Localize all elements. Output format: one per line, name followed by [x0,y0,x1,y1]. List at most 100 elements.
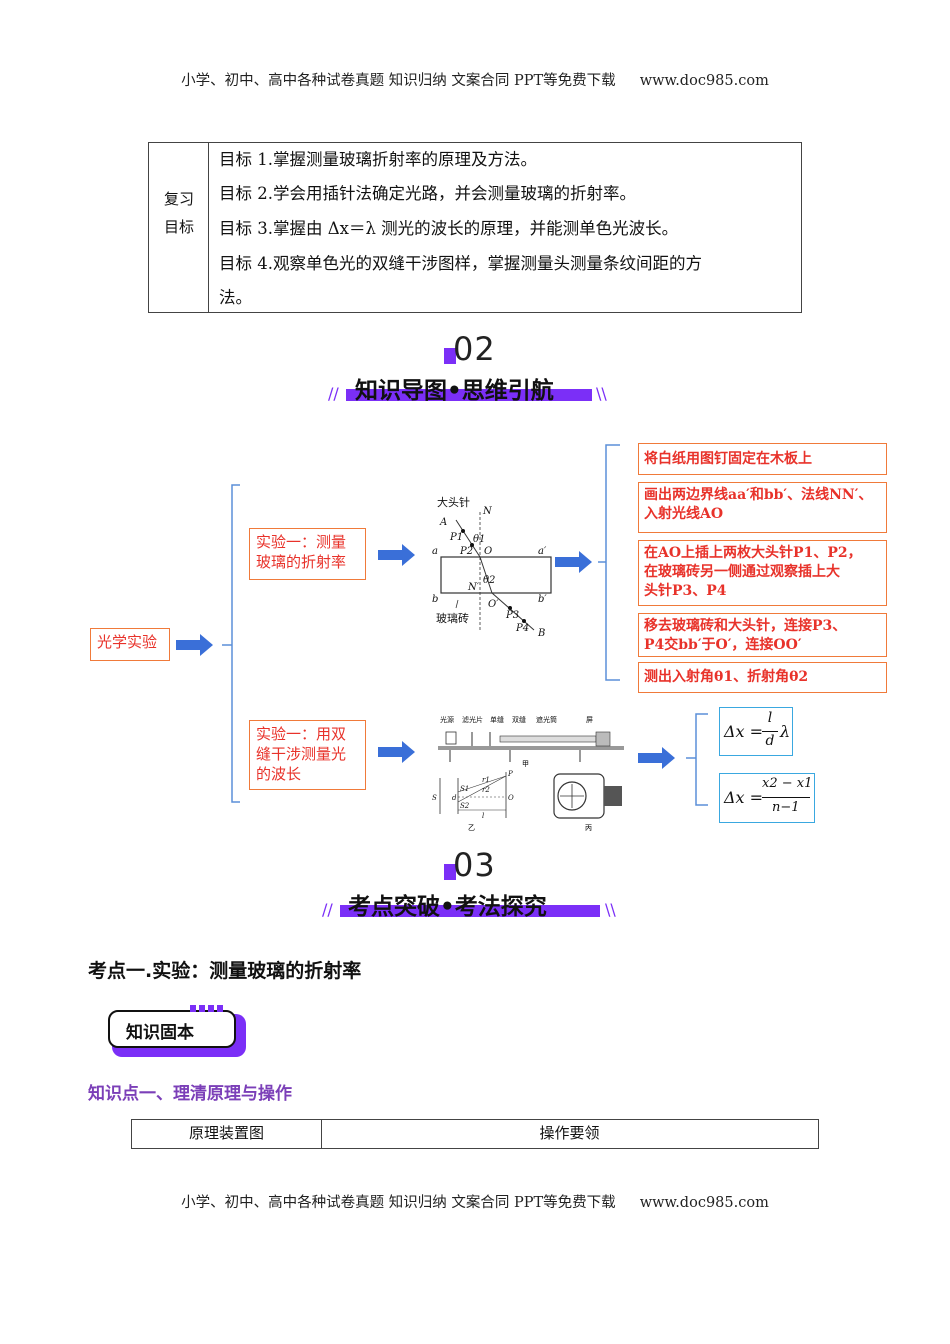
lbl-A: A [439,517,447,528]
optical-bench [438,746,624,750]
lbl-d: d [452,794,457,802]
ray-r1 [457,775,507,793]
section-03-number: 03 [453,846,496,884]
lbl-S2: S2 [460,802,470,810]
refracted-ray [479,556,493,594]
goals-label-1: 复习 [163,190,194,208]
section-03-title: 考点突破•考法探究 [348,894,547,920]
mindmap-exp1: 实验一：测量 玻璃的折射率 [249,528,366,580]
lbl-b2: b′ [538,594,547,605]
section-03-slash-right: \\ [605,900,616,919]
arrow-fig1 [555,551,592,573]
step-2-line-1: 画出两边界线aa′和bb′、法线NN′、 [644,487,873,503]
light-source [445,731,457,745]
principle-table-col1: 原理装置图 [132,1120,322,1148]
step-3-line-2: 在玻璃砖另一侧通过观察插上大 [644,564,840,580]
badge-dot-4 [217,1005,223,1012]
lbl-S: S [432,794,437,802]
formula1-tail: λ [780,722,791,741]
goal-line-1: 目标 1.掌握测量玻璃折射率的原理及方法。 [219,150,537,169]
section-02-slash-right: \\ [596,384,607,403]
lbl-yi: 乙 [468,824,475,832]
part-source: 光源 [440,715,454,724]
goals-label-cell: 复习 目标 [149,143,209,312]
pin-p3 [508,606,512,610]
lbl-S1: S1 [460,785,469,793]
mindmap-exp2: 实验一：用双 缝干涉测量光 的波长 [249,720,366,790]
part-screen: 屏 [586,716,593,724]
part-double-slit: 双缝 [512,715,526,724]
lbl-r2: r2 [482,786,490,794]
lbl-P4: P4 [515,623,529,634]
step-box-5: 测出入射角θ1、折射角θ2 [638,662,887,693]
exp2-line-1: 实验一：用双 [256,725,347,743]
lbl-O-small: O [508,794,514,802]
principle-table-col2: 操作要领 [539,1124,600,1142]
step-3-line-3: 头针P3、P4 [644,583,727,599]
lbl-P: P [507,770,513,778]
lbl-jia: 甲 [522,760,529,768]
section-02-underline [346,389,592,401]
pin-p4 [522,619,526,623]
goals-label-2: 目标 [163,218,194,236]
badge-dots [190,1005,226,1012]
refraction-diagram: A N P1 P2 θ1 O a a′ N′ θ2 b b′ O′ P3 P4 … [432,495,552,639]
formula1-bar [762,731,778,732]
principle-table: 原理装置图 操作要领 [131,1119,819,1149]
exp2-line-2: 缝干涉测量光 [256,745,347,763]
step-5-line-1: 测出入射角θ1、折射角θ2 [644,669,809,685]
step-box-3: 在AO上插上两枚大头针P1、P2， 在玻璃砖另一侧通过观察插上大 头针P3、P4 [638,540,887,606]
step-box-4: 移去玻璃砖和大头针，连接P3、 P4交bb′于O′，连接OO′ [638,613,887,657]
formula1-lhs: Δx = [724,722,764,741]
lbl-b: b [432,594,438,605]
tube [499,735,597,743]
lbl-P3: P3 [505,610,519,621]
formula1-den: d [765,733,775,749]
part-filter: 滤光片 [462,715,483,724]
exp1-line-2: 玻璃的折射率 [256,553,347,571]
badge-dot-3 [208,1005,214,1012]
section-03-slash-left: // [322,900,333,919]
step-1-line-1: 将白纸用图钉固定在木板上 [644,451,812,467]
lbl-Nprime: N′ [467,582,480,593]
step-4-line-2: P4交bb′于O′，连接OO′ [644,637,802,653]
measuring-head-lens [557,781,587,811]
double-slit-apparatus: 光源 滤光片 单缝 双缝 遮光筒 屏 甲 S S1 S2 d l P O r1 … [432,715,624,832]
lbl-l: l [482,812,484,820]
lbl-a: a [432,546,438,557]
formula-box-1: Δx = l d λ [719,707,793,756]
formula2-num: x2 − x1 [762,776,813,791]
section-02-number: 02 [453,330,496,368]
formula2-lhs: Δx = [724,788,764,807]
lbl-pin: 大头针 [437,495,470,509]
pin-p2 [470,543,474,547]
section-02-slash-left: // [328,384,339,403]
goal-line-4: 目标 4.观察单色光的双缝干涉图样，掌握测量头测量条纹间距的方 [219,254,702,273]
exit-ray [491,592,535,631]
mindmap-root-text: 光学实验 [97,633,158,651]
section-02-title: 知识导图•思维引航 [355,378,554,404]
step-4-line-1: 移去玻璃砖和大头针，连接P3、 [644,618,847,634]
section-03-underline [340,905,600,917]
steps-brace [605,444,620,681]
step-2-line-2: 入射光线AO [644,506,724,522]
arrow-fig2 [638,747,675,769]
section-02-accent [444,348,456,364]
formula2-den: n−1 [772,800,800,815]
pin-p1 [461,529,465,533]
lbl-N: N [482,506,493,517]
part-single-slit: 单缝 [490,715,504,724]
lbl-P1: P1 [449,532,463,543]
exp2-line-3: 的波长 [256,765,302,783]
arrow-root [176,634,213,656]
lbl-theta1: θ1 [473,534,485,545]
exp1-line-1: 实验一：测量 [256,533,347,551]
kaodian-title: 考点一.实验：测量玻璃的折射率 [88,960,362,982]
badge-dot-2 [199,1005,205,1012]
badge-text: 知识固本 [126,1023,194,1043]
goal-line-5: 法。 [219,288,252,307]
arrow-exp2 [378,741,415,763]
goal-line-2: 目标 2.学会用插针法确定光路，并会测量玻璃的折射率。 [219,184,636,203]
lbl-theta2: θ2 [483,575,495,586]
